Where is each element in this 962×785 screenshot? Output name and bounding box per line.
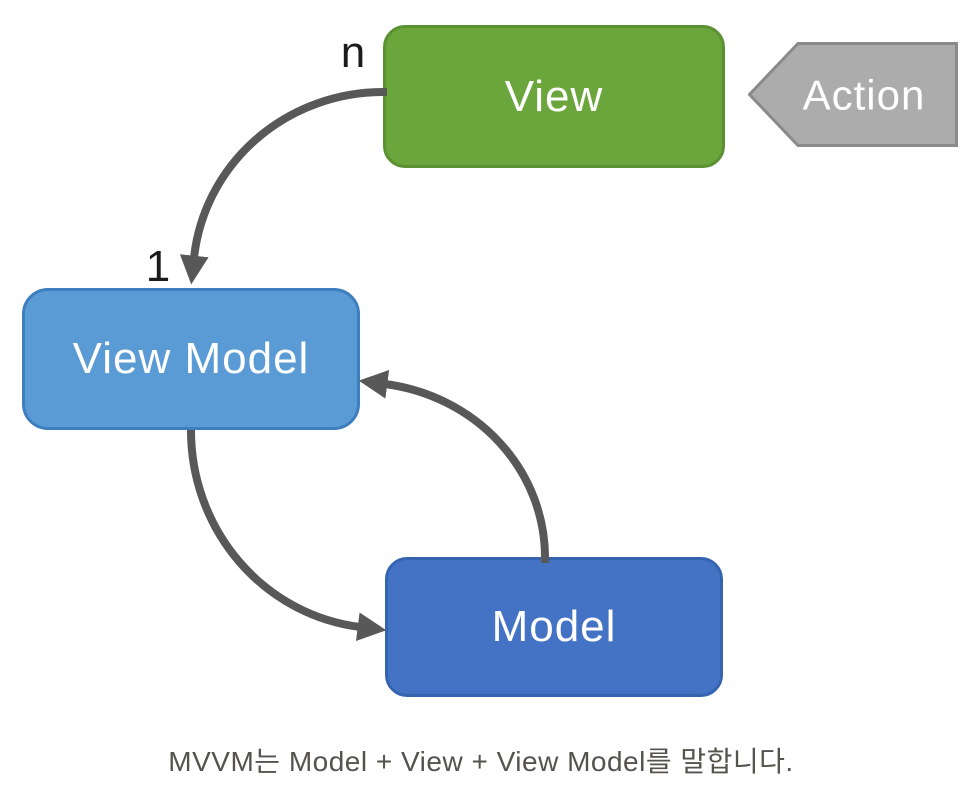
node-model-label: Model: [491, 602, 617, 651]
multiplicity-1-label: 1: [145, 242, 171, 291]
edge-view-to-viewmodel: [179, 88, 387, 285]
action-tag-label: Action: [803, 72, 926, 119]
node-view-model: View Model: [22, 288, 360, 430]
multiplicity-n-label: n: [340, 28, 366, 77]
action-tag-shape: Action: [748, 42, 958, 147]
action-tag: Action: [748, 42, 958, 147]
caption: MVVM는 Model + View + View Model를 말합니다.: [168, 746, 794, 777]
node-view-model-label: View Model: [72, 334, 310, 383]
node-view: View: [383, 25, 725, 168]
edge-viewmodel-to-model: [186, 429, 387, 642]
left-arrow-pentagon-icon: [748, 42, 958, 147]
edge-model-to-viewmodel: [358, 370, 549, 563]
node-model: Model: [385, 557, 723, 697]
node-view-label: View: [504, 71, 604, 121]
